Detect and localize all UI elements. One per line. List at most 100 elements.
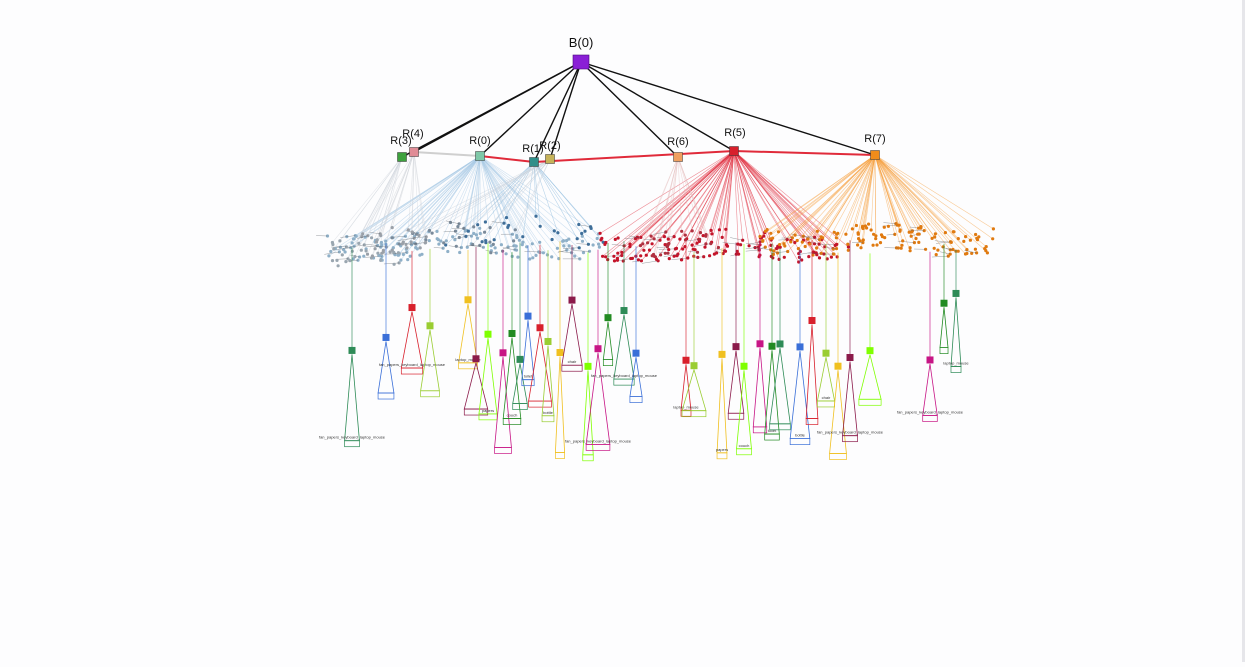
agent-node — [472, 225, 475, 228]
agent-trajectory-edge — [524, 251, 538, 252]
agent-node — [867, 223, 870, 226]
agent-node — [872, 244, 875, 247]
agent-node — [344, 260, 347, 263]
room-agent-edge — [848, 155, 875, 250]
object-node: laptop_mouse — [455, 250, 481, 369]
agent-node — [424, 238, 427, 241]
object-node: fan_papers_keyboard_laptop_mouse — [565, 250, 632, 451]
agent-node — [332, 247, 335, 250]
agent-node — [721, 236, 724, 239]
agent-node — [870, 228, 873, 231]
room-agent-edge — [734, 151, 824, 254]
agent-node — [909, 249, 912, 252]
agent-node — [531, 242, 534, 245]
agent-node — [592, 243, 595, 246]
agent-node — [724, 228, 727, 231]
agent-node — [909, 246, 912, 249]
agent-node — [992, 227, 995, 230]
agent-node — [353, 255, 356, 258]
agent-trajectory-edge — [898, 241, 915, 242]
agent-node — [417, 234, 420, 237]
agent-node — [556, 247, 559, 250]
agent-node — [800, 258, 803, 261]
agent-node — [639, 254, 642, 257]
agent-node — [648, 249, 651, 252]
object-node: papers — [716, 248, 728, 459]
agent-node — [830, 256, 833, 259]
agent-node — [974, 233, 977, 236]
agent-node — [500, 243, 503, 246]
agent-node — [390, 236, 393, 239]
agent-node — [931, 237, 934, 240]
agent-node — [424, 241, 427, 244]
agent-node — [702, 234, 705, 237]
agent-node — [628, 243, 631, 246]
object-label: fan_papers_keyboard_laptop_mouse — [817, 430, 884, 435]
agent-node — [352, 237, 355, 240]
room-agent-edge — [624, 151, 734, 246]
agent-node — [818, 256, 821, 259]
agent-node — [766, 228, 769, 231]
agent-node — [451, 235, 454, 238]
room-agent-edge — [788, 155, 875, 252]
object-node — [378, 243, 394, 399]
object-node: fan_papers_keyboard_laptop_mouse — [591, 241, 658, 385]
agent-node — [974, 248, 977, 251]
agent-node — [580, 232, 583, 235]
object-node — [753, 242, 766, 433]
agent-node — [351, 241, 354, 244]
object-label: laptop_mouse — [943, 361, 969, 366]
object-frustums: fan_papers_keyboard_laptop_mousefan_pape… — [319, 240, 969, 461]
agent-node — [539, 225, 542, 228]
agent-node — [642, 249, 645, 252]
agent-node — [964, 235, 967, 238]
agent-node — [816, 230, 819, 233]
room-agent-edge — [514, 159, 550, 241]
agent-node — [361, 232, 364, 235]
agent-node — [911, 229, 914, 232]
agent-node — [428, 239, 431, 242]
agent-node — [597, 243, 600, 246]
agent-node — [678, 238, 681, 241]
agent-node — [815, 246, 818, 249]
agent-node — [917, 241, 920, 244]
object-node — [806, 240, 818, 424]
agent-node — [435, 230, 438, 233]
object-node — [940, 244, 948, 354]
agent-node — [857, 237, 860, 240]
agent-node — [637, 258, 640, 261]
agent-node — [777, 230, 780, 233]
agent-node — [397, 251, 400, 254]
agent-trajectory-edge — [730, 238, 743, 241]
agent-node — [620, 251, 623, 254]
agent-node — [405, 246, 408, 249]
agent-node — [798, 256, 801, 259]
agent-node — [458, 236, 461, 239]
agent-node — [521, 235, 524, 238]
object-node: fan_papers_keyboard_laptop_mouse — [817, 240, 884, 441]
agent-node — [479, 232, 482, 235]
agent-trajectory-edge — [619, 258, 630, 260]
agent-node — [484, 220, 487, 223]
agent-node — [705, 233, 708, 236]
agent-node — [887, 225, 890, 228]
agent-node — [659, 253, 662, 256]
object-label: couch — [739, 443, 750, 448]
room-agent-edge — [734, 151, 835, 245]
agent-node — [695, 242, 698, 245]
object-node — [859, 253, 881, 405]
object-node: laptop_mouse — [673, 240, 699, 416]
agent-node — [916, 233, 919, 236]
agent-node — [725, 243, 728, 246]
agent-node — [639, 244, 642, 247]
object-node: laptop_mouse — [943, 250, 969, 373]
object-label: papers — [716, 447, 728, 452]
agent-node — [494, 246, 497, 249]
agent-node — [567, 238, 570, 241]
agent-node — [505, 216, 508, 219]
object-label: bottle — [543, 410, 554, 415]
agent-node — [881, 235, 884, 238]
agent-node — [573, 255, 576, 258]
